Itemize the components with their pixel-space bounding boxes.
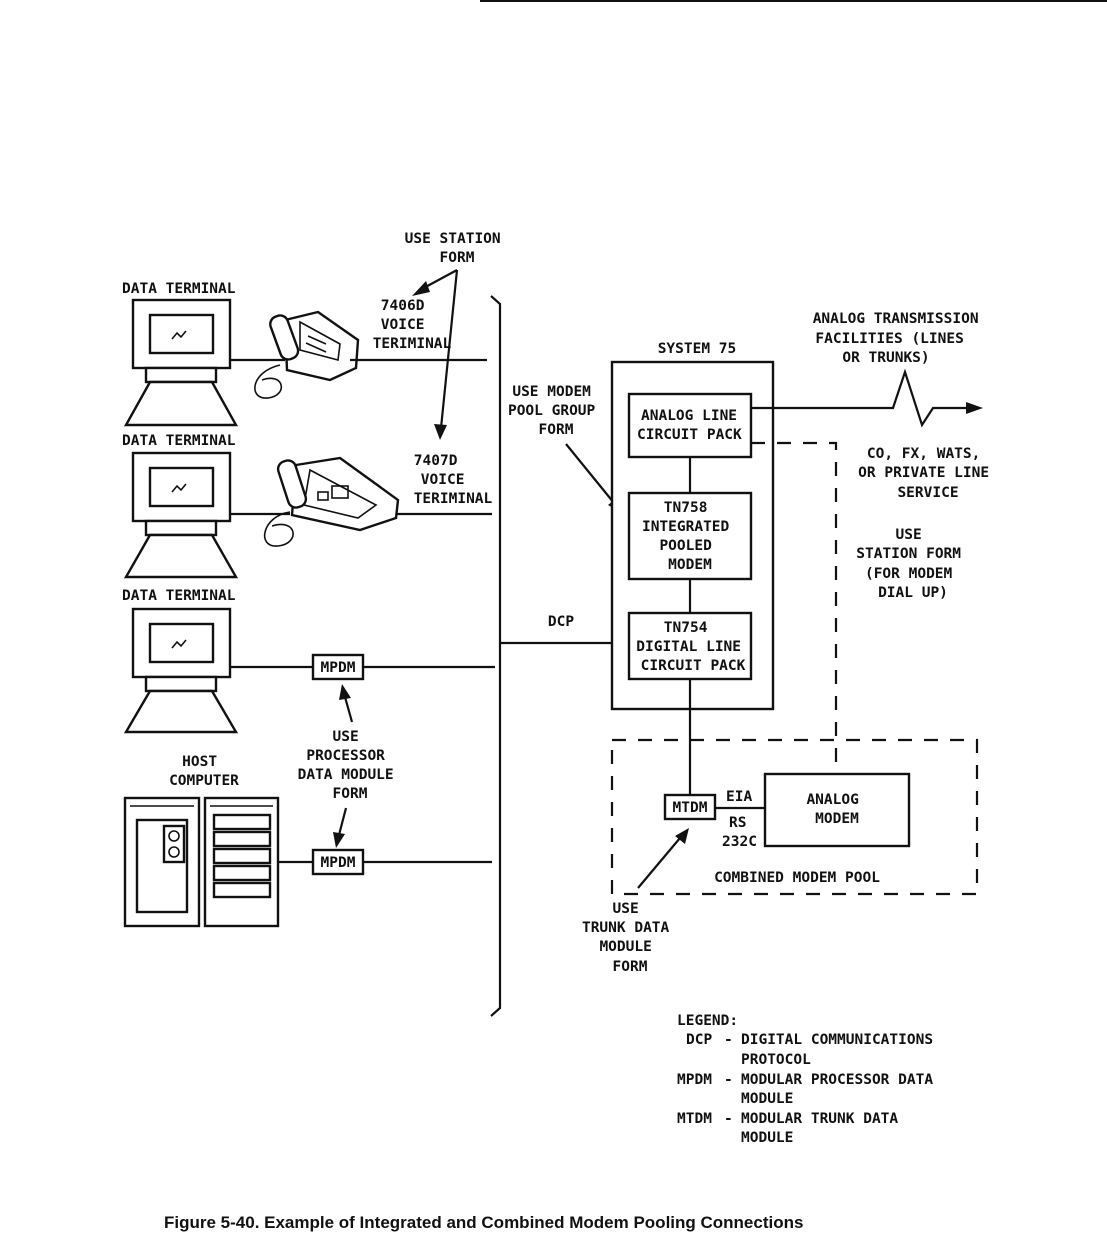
legend-abbr-dcp: DCP [686,1032,712,1048]
combined-modem-pool-dashed-box [610,738,979,896]
tn758-label: TN758 INTEGRATED POOLED MODEM [642,500,738,573]
system-75-label: SYSTEM 75 [658,341,737,357]
mpdm-label-1: MPDM [321,660,356,676]
use-station-form-arrows [412,269,459,440]
trunk-form-arrow [637,837,681,889]
legend-dash-3: - [724,1111,733,1127]
figure-caption: Figure 5-40. Example of Integrated and C… [164,1213,803,1232]
use-trunk-data-module-form-label: USE TRUNK DATA MODULE FORM [582,901,678,975]
legend-dash-1: - [724,1032,733,1048]
voice-terminal-7407d-icon [263,456,400,547]
co-fx-wats-label: CO, FX, WATS, OR PRIVATE LINE SERVICE [858,446,998,501]
legend-def-mtdm: MODULAR TRUNK DATA MODULE [741,1111,907,1146]
use-processor-data-module-form-label: USE PROCESSOR DATA MODULE FORM [298,729,403,802]
mpdm-box-1 [311,653,365,681]
voice-terminal-7406d-icon [254,310,360,399]
legend-abbr-mtdm: MTDM [677,1111,712,1127]
combined-modem-pool-label: COMBINED MODEM POOL [714,870,880,886]
processor-form-arrowhead-up [339,684,351,700]
processor-form-arrowhead-down [333,832,345,848]
use-station-form-label: USE STATION FORM [405,231,510,266]
analog-line-circuit-pack-label: ANALOG LINE CIRCUIT PACK [637,408,746,443]
data-terminal-2-icon [123,451,239,579]
analog-transmission-arrowhead [966,402,983,414]
eia-rs232c-label: EIA RS 232C [722,789,761,850]
use-modem-pool-group-form-label: USE MODEM POOL GROUP FORM [508,384,604,438]
analog-modem-box [763,772,911,848]
modem-pool-form-arrow [565,443,615,504]
analog-transmission-line [751,368,966,428]
analog-modem-label: ANALOG MODEM [806,792,867,827]
analog-transmission-label: ANALOG TRANSMISSION FACILITIES (LINES OR… [813,311,988,366]
tn758-box [627,491,753,581]
modem-dial-up-dashed-line [751,441,838,774]
use-station-form-modem-label: USE STATION FORM (FOR MODEM DIAL UP) [856,527,970,601]
trunk-form-arrowhead [675,828,689,844]
legend-title: LEGEND: [677,1013,738,1029]
host-computer-label: HOST COMPUTER [169,754,239,789]
legend-def-dcp: DIGITAL COMMUNICATIONS PROTOCOL [741,1032,942,1068]
data-terminal-label-1: DATA TERMINAL [122,281,236,297]
legend: LEGEND: DCP - DIGITAL COMMUNICATIONS PRO… [677,1013,942,1146]
voice-terminal-7406d-label: 7406D VOICE TERIMINAL [373,298,452,352]
voice-terminal-7407d-label: 7407D VOICE TERIMINAL [414,453,493,507]
legend-dash-2: - [724,1072,733,1088]
legend-def-mpdm: MODULAR PROCESSOR DATA MODULE [741,1072,942,1107]
legend-abbr-mpdm: MPDM [677,1072,712,1088]
mtdm-label: MTDM [673,800,708,816]
bus-bracket [490,295,502,1017]
data-terminal-3-icon [123,607,239,734]
data-terminal-label-2: DATA TERMINAL [122,433,236,449]
processor-form-arrow-down [337,807,348,836]
data-terminal-1-icon [123,298,239,427]
mpdm-box-2 [311,848,365,876]
analog-line-circuit-pack-box [627,392,753,459]
tn754-box [627,611,753,681]
host-computer-icon [123,796,280,928]
data-terminal-label-3: DATA TERMINAL [122,588,236,604]
dcp-label: DCP [548,614,574,630]
tn754-label: TN754 DIGITAL LINE CIRCUIT PACK [636,620,750,674]
processor-form-arrow-up [343,696,354,723]
mpdm-label-2: MPDM [321,855,356,871]
